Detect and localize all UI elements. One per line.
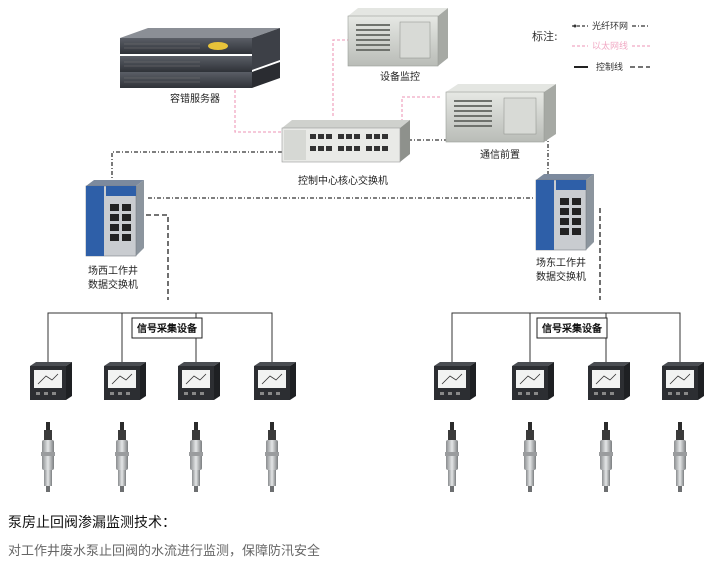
legend-label-fiber: 光纤环网 bbox=[592, 20, 628, 32]
legend-label-ethernet: 以太网线 bbox=[592, 40, 628, 52]
storage-server-label: 容错服务器 bbox=[170, 92, 220, 105]
ethernet-line-frontend-core bbox=[401, 96, 440, 120]
comm-frontend: 通信前置 bbox=[445, 84, 556, 161]
east-collector: 信号采集设备 bbox=[536, 317, 608, 339]
fiber-line-core-west bbox=[111, 151, 282, 182]
flow-sensor bbox=[673, 422, 687, 492]
legend-item-fiber: 光纤环网 bbox=[572, 20, 650, 32]
flow-meter bbox=[512, 362, 554, 400]
legend-label-control: 控制线 bbox=[596, 61, 623, 73]
east-switch-label-2: 数据交换机 bbox=[536, 270, 586, 283]
west-switch-label-2: 数据交换机 bbox=[88, 278, 138, 291]
ethernet-line-monitor-core bbox=[332, 39, 350, 118]
flow-sensor bbox=[41, 422, 55, 492]
flow-sensors bbox=[41, 422, 687, 492]
flow-meter bbox=[30, 362, 72, 400]
east-switch: 场东工作井 数据交换机 bbox=[535, 174, 594, 283]
west-collector: 信号采集设备 bbox=[131, 317, 203, 339]
flow-meter bbox=[104, 362, 146, 400]
flow-meter bbox=[178, 362, 220, 400]
equipment-monitor: 设备监控 bbox=[347, 8, 448, 83]
flow-meter bbox=[588, 362, 630, 400]
legend: 标注: 光纤环网 以太网线 控制线 bbox=[532, 20, 650, 73]
network-diagram: 容错服务器 设备监控 通信前置 bbox=[30, 8, 704, 492]
comm-frontend-label: 通信前置 bbox=[480, 148, 520, 161]
core-switch-label: 控制中心核心交换机 bbox=[298, 174, 388, 187]
flow-meter bbox=[662, 362, 704, 400]
flow-meter bbox=[434, 362, 476, 400]
ethernet-line-server-core bbox=[234, 85, 290, 133]
flow-meters bbox=[30, 362, 704, 400]
west-switch: 场西工作井 数据交换机 bbox=[85, 180, 144, 291]
legend-item-ethernet: 以太网线 bbox=[572, 40, 650, 52]
west-switch-label-1: 场西工作井 bbox=[88, 264, 138, 277]
legend-title: 标注: bbox=[532, 29, 558, 43]
legend-item-control: 控制线 bbox=[574, 61, 650, 73]
east-collector-label: 信号采集设备 bbox=[542, 322, 603, 335]
control-line-west-switch-collector bbox=[146, 214, 169, 300]
flow-sensor bbox=[523, 422, 537, 492]
storage-server: 容错服务器 bbox=[120, 28, 280, 105]
connection-lines bbox=[47, 39, 681, 362]
caption-title: 泵房止回阀渗漏监测技术： bbox=[8, 515, 176, 531]
flow-sensor bbox=[445, 422, 459, 492]
equipment-monitor-label: 设备监控 bbox=[380, 70, 420, 83]
flow-sensor bbox=[115, 422, 129, 492]
flow-meter bbox=[254, 362, 296, 400]
east-switch-label-1: 场东工作井 bbox=[536, 256, 586, 269]
flow-sensor bbox=[599, 422, 613, 492]
core-switch: 控制中心核心交换机 bbox=[281, 120, 410, 187]
flow-sensor bbox=[189, 422, 203, 492]
flow-sensor bbox=[265, 422, 279, 492]
fiber-line-core-east bbox=[408, 139, 549, 176]
west-collector-label: 信号采集设备 bbox=[137, 322, 198, 335]
caption-description: 对工作井废水泵止回阀的水流进行监测，保障防汛安全 bbox=[8, 544, 321, 559]
